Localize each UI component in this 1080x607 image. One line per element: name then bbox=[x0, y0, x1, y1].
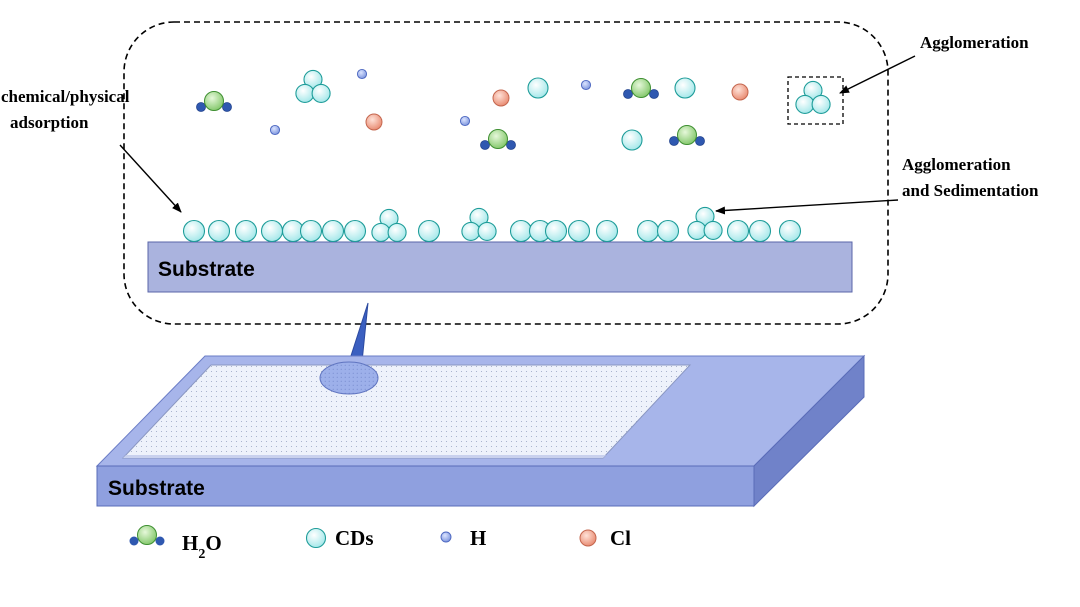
water-oxygen bbox=[631, 78, 651, 98]
water-hydrogen bbox=[695, 136, 705, 146]
cl-atom bbox=[365, 113, 383, 131]
water-hydrogen bbox=[506, 140, 516, 150]
cd-cluster bbox=[795, 80, 831, 114]
water-molecule bbox=[196, 91, 232, 112]
cd-particle bbox=[674, 77, 696, 99]
cd-particle bbox=[371, 222, 391, 242]
cd-particle bbox=[509, 219, 533, 243]
cd-particle bbox=[778, 219, 802, 243]
water-molecule bbox=[480, 129, 516, 150]
cd-particle bbox=[703, 220, 723, 240]
cd-cluster bbox=[461, 207, 497, 241]
water-hydrogen bbox=[623, 89, 633, 99]
film-bevel bbox=[123, 455, 606, 458]
water-oxygen bbox=[204, 91, 224, 111]
substrate-lower-label: Substrate bbox=[108, 477, 205, 500]
legend-h2o-icon bbox=[129, 525, 165, 546]
legend-cds-icon bbox=[305, 527, 327, 549]
cd-cluster bbox=[687, 206, 723, 240]
h-atom bbox=[459, 115, 471, 127]
agglom-sed-label-line1: Agglomeration bbox=[902, 155, 1011, 174]
adsorption-arrow bbox=[119, 144, 182, 213]
legend-h2o-label: H2O bbox=[182, 531, 222, 562]
cd-particle bbox=[636, 219, 660, 243]
legend-cl-label: Cl bbox=[610, 526, 631, 550]
agglom-sed-label-line2: and Sedimentation bbox=[902, 181, 1039, 200]
water-hydrogen bbox=[480, 140, 490, 150]
legend-cds-label: CDs bbox=[335, 526, 374, 550]
cd-particle bbox=[234, 219, 258, 243]
water-hydrogen bbox=[669, 136, 679, 146]
legend-cl-icon bbox=[579, 529, 597, 547]
cl-atom bbox=[492, 89, 510, 107]
cd-particle bbox=[299, 219, 323, 243]
cd-cluster bbox=[371, 208, 407, 242]
cd-particle bbox=[295, 83, 315, 103]
cd-particle bbox=[260, 219, 284, 243]
substrate-cross-section bbox=[147, 241, 853, 293]
sedimentation-arrow bbox=[715, 199, 899, 215]
zoom-region-boundary bbox=[123, 21, 889, 325]
cd-particle bbox=[343, 219, 367, 243]
cd-cluster bbox=[295, 69, 331, 103]
cd-particle bbox=[461, 221, 481, 241]
water-hydrogen bbox=[649, 89, 659, 99]
cd-particle bbox=[795, 94, 815, 114]
cd-particle bbox=[811, 94, 831, 114]
cd-particle bbox=[687, 220, 707, 240]
water-molecule bbox=[669, 125, 705, 146]
cd-particle bbox=[311, 83, 331, 103]
substrate-upper-label: Substrate bbox=[158, 258, 255, 281]
sample-spot bbox=[319, 361, 379, 395]
cd-particle bbox=[321, 219, 345, 243]
legend-h-icon bbox=[440, 531, 452, 543]
cd-particle bbox=[417, 219, 441, 243]
cd-particle bbox=[477, 221, 497, 241]
coated-film bbox=[121, 364, 692, 459]
legend-h-label: H bbox=[470, 526, 486, 550]
cd-particle bbox=[567, 219, 591, 243]
cd-particle bbox=[182, 219, 206, 243]
water-oxygen bbox=[488, 129, 508, 149]
water-hydrogen bbox=[196, 102, 206, 112]
cd-particle bbox=[527, 77, 549, 99]
water-molecule bbox=[623, 78, 659, 99]
cd-particle bbox=[621, 129, 643, 151]
adsorption-label-line1: chemical/physical bbox=[1, 87, 130, 106]
h-atom bbox=[269, 124, 281, 136]
h-atom bbox=[580, 79, 592, 91]
cd-particle bbox=[387, 222, 407, 242]
cd-particle bbox=[726, 219, 750, 243]
water-oxygen bbox=[677, 125, 697, 145]
cd-particle bbox=[748, 219, 772, 243]
agglomeration-highlight-box bbox=[787, 76, 844, 125]
adsorbed-cd-layer bbox=[182, 206, 802, 243]
agglomeration-label: Agglomeration bbox=[920, 33, 1029, 52]
h-atom bbox=[356, 68, 368, 80]
agglomeration-arrow bbox=[839, 55, 916, 94]
suspended-particles bbox=[196, 68, 831, 151]
cd-particle bbox=[207, 219, 231, 243]
water-hydrogen bbox=[222, 102, 232, 112]
legend: H2O CDs H Cl bbox=[129, 525, 631, 562]
cd-particle bbox=[544, 219, 568, 243]
cd-particle bbox=[595, 219, 619, 243]
zoom-pointer bbox=[348, 302, 369, 363]
adsorption-label-line2: adsorption bbox=[10, 113, 89, 132]
substrate-slab-front bbox=[96, 465, 755, 507]
cl-atom bbox=[731, 83, 749, 101]
cd-particle bbox=[656, 219, 680, 243]
